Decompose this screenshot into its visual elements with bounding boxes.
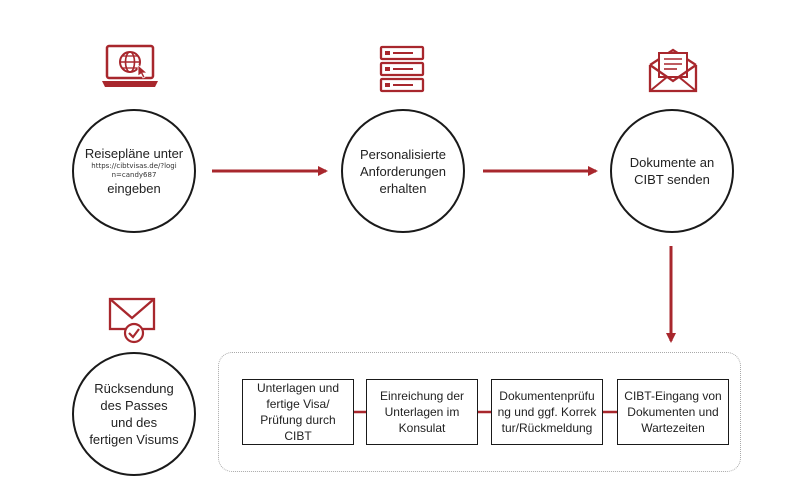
- process-box-cibt-receipt-label: CIBT-Eingang von Dokumenten und Wartezei…: [624, 389, 722, 435]
- process-group-container: [218, 352, 741, 472]
- step1-url-link[interactable]: https://cibtvisas.de/?login=candy687: [91, 162, 177, 179]
- process-box-document-check: Dokumentenprüfung und ggf. Korrektur/Rüc…: [491, 379, 603, 445]
- step8-label: Rücksendung des Passes und des fertigen …: [89, 381, 179, 447]
- step-circle-send-documents: Dokumente an CIBT senden: [610, 109, 734, 233]
- step-circle-travel-plans: Reisepläne unter https://cibtvisas.de/?l…: [72, 109, 196, 233]
- process-box-consulate: Einreichung der Unterlagen im Konsulat: [366, 379, 478, 445]
- process-box-document-check-label: Dokumentenprüfung und ggf. Korrektur/Rüc…: [497, 389, 597, 435]
- step2-label: Personalisierte Anforderungen erhalten: [359, 146, 446, 196]
- step3-label: Dokumente an CIBT senden: [629, 155, 715, 187]
- process-box-consulate-label: Einreichung der Unterlagen im Konsulat: [379, 389, 465, 435]
- envelope-check-icon: [108, 296, 158, 349]
- form-list-icon: [379, 45, 425, 98]
- step-circle-return-passport: Rücksendung des Passes und des fertigen …: [72, 352, 196, 476]
- step-circle-requirements: Personalisierte Anforderungen erhalten: [341, 109, 465, 233]
- step1-label-line1: Reisepläne unter: [84, 146, 184, 161]
- process-box-review: Unterlagen und fertige Visa/ Prüfung dur…: [242, 379, 354, 445]
- process-box-cibt-receipt: CIBT-Eingang von Dokumenten und Wartezei…: [617, 379, 729, 445]
- laptop-globe-icon: [100, 43, 160, 96]
- process-box-review-label: Unterlagen und fertige Visa/ Prüfung dur…: [256, 381, 340, 443]
- step1-label-line3: eingeben: [107, 181, 161, 196]
- envelope-letter-icon: [647, 47, 699, 98]
